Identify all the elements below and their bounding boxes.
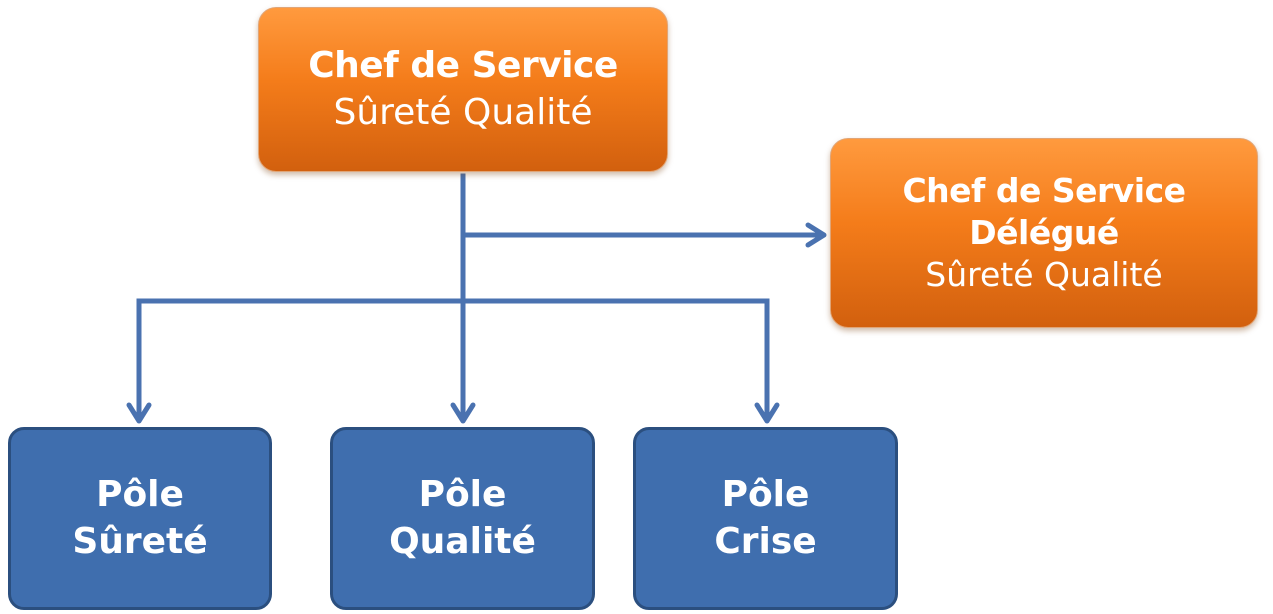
chef-de-service-delegue-box: Chef de Service Délégué Sûreté Qualité [830, 138, 1258, 328]
pole-crise-label: Pôle [721, 474, 810, 516]
pole-qualite-label: Pôle [418, 474, 507, 516]
chef-delegue-subtitle: Sûreté Qualité [925, 255, 1163, 295]
chef-de-service-box: Chef de Service Sûreté Qualité [258, 7, 668, 172]
pole-surete-box: Pôle Sûreté [8, 427, 272, 610]
pole-qualite-box: Pôle Qualité [330, 427, 595, 610]
chef-delegue-title: Chef de Service [902, 170, 1186, 210]
chef-de-service-title: Chef de Service [308, 45, 618, 87]
pole-qualite-name: Qualité [389, 520, 536, 562]
chef-delegue-title-line2: Délégué [969, 212, 1119, 252]
pole-crise-name: Crise [714, 520, 817, 562]
arrow-head-delegate [805, 222, 827, 248]
pole-surete-name: Sûreté [72, 520, 208, 562]
arrow-head-qualite [450, 402, 476, 424]
pole-surete-label: Pôle [96, 474, 184, 516]
arrow-head-surete [126, 402, 152, 424]
arrow-head-crise [754, 402, 780, 424]
pole-crise-box: Pôle Crise [633, 427, 898, 610]
chef-de-service-subtitle: Sûreté Qualité [333, 91, 593, 133]
